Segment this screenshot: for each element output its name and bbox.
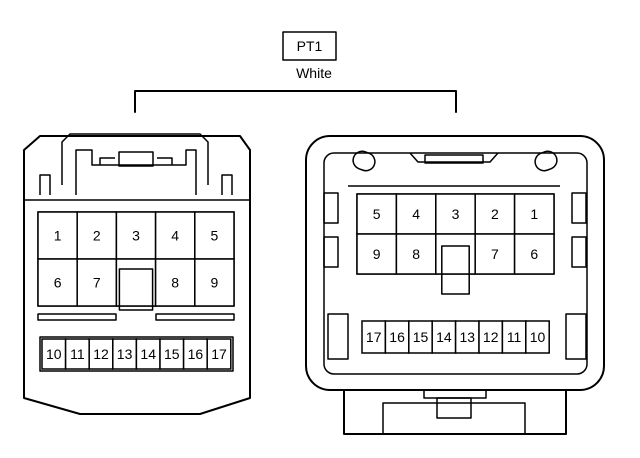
right-side-block: [565, 313, 587, 360]
terminal-cavity: [513, 193, 555, 235]
key-block: [441, 245, 470, 295]
right-tab-lock: [436, 397, 472, 419]
right-tab-channel: [382, 402, 526, 434]
terminal-number: 4: [171, 228, 179, 244]
right-side-tab: [323, 192, 339, 224]
terminal-cavity: [356, 193, 398, 235]
left-lock-tab: [118, 151, 154, 167]
right-side-tab: [571, 192, 587, 224]
connector-label: PT1 White: [282, 31, 337, 81]
terminal-cavity: [194, 211, 235, 260]
terminal-number: 15: [413, 329, 429, 345]
right-connector: 5 4 3 2 1 9 8 7 6 17 16 15 14 13 12 11 10: [305, 135, 605, 435]
left-latch-inner: [75, 149, 197, 195]
terminal-number: 17: [366, 329, 382, 345]
terminal-number: 6: [54, 275, 62, 291]
terminal-number: 12: [93, 346, 109, 362]
terminal-number: 9: [373, 246, 381, 262]
right-top-notch: [409, 152, 499, 163]
right-connector-housing: [305, 135, 605, 391]
terminal-cavity: [76, 258, 118, 307]
key-block: [118, 268, 154, 311]
terminal-number: 4: [412, 206, 420, 222]
terminal-number: 16: [389, 329, 405, 345]
connector-code-box: [282, 31, 337, 61]
terminal-number: 14: [436, 329, 452, 345]
right-side-tab: [323, 236, 339, 268]
terminal-cavity: [474, 233, 516, 275]
terminal-number: 13: [117, 346, 133, 362]
terminal-cavity: [435, 193, 476, 235]
left-connector-housing: [23, 135, 251, 415]
terminal-cavity: [395, 193, 437, 235]
terminal-number: 13: [460, 329, 476, 345]
terminal-number: 12: [483, 329, 499, 345]
terminal-number: 10: [46, 346, 62, 362]
right-top-slot: [424, 154, 484, 164]
left-separator-bar: [37, 313, 117, 321]
terminal-cavity: [115, 258, 157, 307]
connector-color: White: [296, 65, 332, 81]
terminal-number: 14: [140, 346, 156, 362]
terminal-number: 1: [530, 206, 538, 222]
terminal-number: 5: [211, 228, 219, 244]
left-separator-bar: [155, 313, 235, 321]
left-latch-outer: [61, 133, 209, 185]
left-lock-rail-right: [157, 157, 173, 165]
terminal-number: 3: [452, 206, 460, 222]
terminal-number: 17: [211, 346, 227, 362]
terminal-number: 2: [93, 228, 101, 244]
terminal-number: 15: [164, 346, 180, 362]
terminal-number: 3: [132, 228, 140, 244]
terminal-number: 16: [188, 346, 204, 362]
right-side-tab: [571, 236, 587, 268]
right-oval-left: [352, 150, 376, 172]
terminal-number: 5: [373, 206, 381, 222]
terminal-number: 11: [507, 329, 522, 345]
terminal-cavity: [474, 193, 516, 235]
terminal-cavity: [206, 338, 232, 370]
terminal-number: 10: [530, 329, 546, 345]
right-bottom-tab: [343, 389, 567, 435]
right-side-block: [327, 313, 349, 360]
left-lock-rail-left: [99, 157, 115, 165]
terminal-number: 7: [491, 246, 499, 262]
terminal-cavity: [115, 211, 157, 260]
terminal-cavity: [525, 320, 550, 354]
terminal-cavity: [513, 233, 555, 275]
terminal-cavity: [37, 258, 78, 307]
terminal-number: 8: [412, 246, 420, 262]
pointer-bracket: [134, 90, 457, 113]
right-tab-rail: [423, 390, 487, 399]
terminal-cavity: [194, 258, 235, 307]
connector-code: PT1: [297, 38, 323, 54]
terminal-number: 2: [491, 206, 499, 222]
terminal-number: 9: [211, 275, 219, 291]
terminal-number: 1: [54, 228, 62, 244]
left-side-guides: [39, 174, 233, 195]
right-oval-right: [534, 150, 558, 172]
terminal-number: 11: [70, 346, 85, 362]
terminal-number: 8: [171, 275, 179, 291]
terminal-number: 7: [93, 275, 101, 291]
terminal-number: 6: [530, 246, 538, 262]
left-small-frame: [39, 336, 234, 372]
terminal-cavity: [356, 233, 398, 275]
